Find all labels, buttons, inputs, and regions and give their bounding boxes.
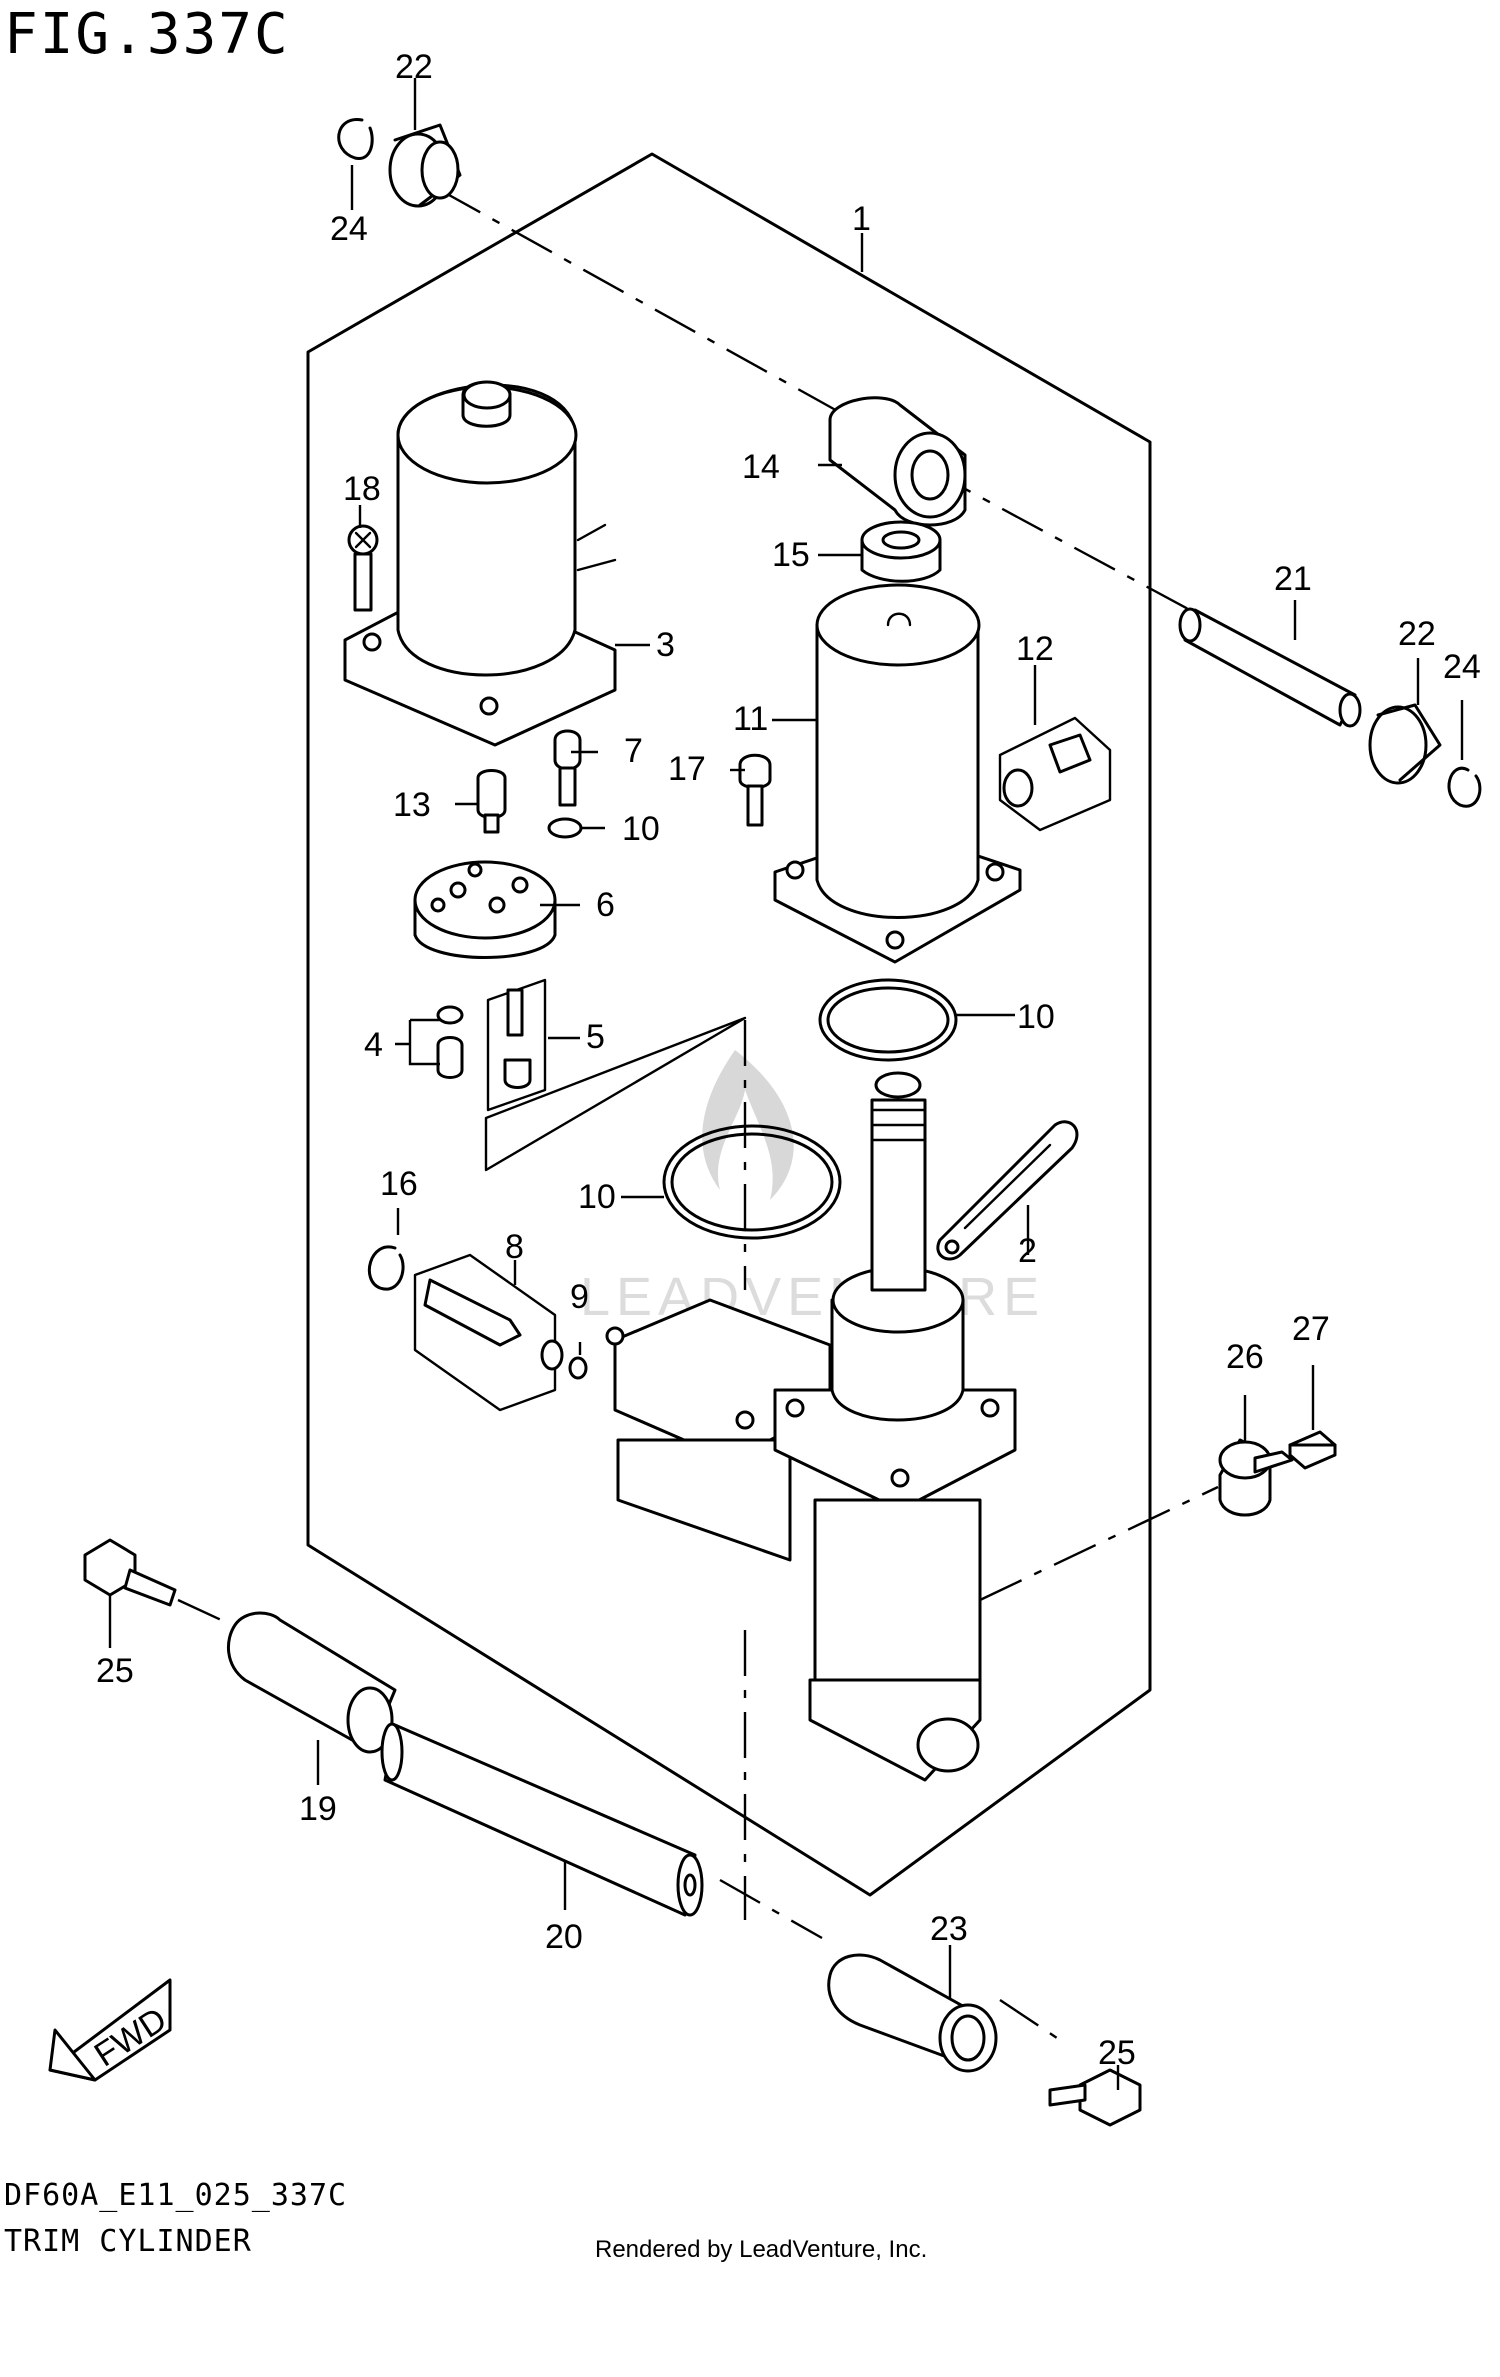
part-spring-valve-5 [486, 978, 547, 1112]
callout-leader-lines [108, 78, 1464, 2090]
watermark-flame-icon [702, 1050, 794, 1200]
callout-15: 15 [772, 536, 810, 574]
callout-20: 20 [545, 1918, 583, 1956]
alignment-line-bolt-25 [999, 1999, 1061, 2041]
callout-23: 23 [930, 1910, 968, 1948]
alignment-line-lower-pin [719, 1878, 823, 1940]
part-bushing-22-upper [388, 123, 462, 208]
callout-27: 27 [1292, 1310, 1330, 1348]
alignment-line-upper-right [929, 468, 1191, 612]
diagram-name: TRIM CYLINDER [4, 2224, 252, 2259]
part-oring-10-mid [818, 978, 958, 1062]
part-valve-4 [436, 1005, 464, 1079]
part-pin-20 [380, 1722, 704, 1917]
callout-labels: 1 2 3 4 5 6 7 8 9 10 10 10 11 12 13 14 1… [96, 48, 1481, 2072]
part-valve-12 [998, 716, 1112, 832]
watermark: LEADVENTURE [580, 1050, 1045, 1327]
callout-22-right: 22 [1398, 615, 1436, 653]
part-bushing-22-right [1368, 703, 1442, 785]
callout-10-small: 10 [622, 810, 660, 848]
part-reservoir-cylinder-11 [773, 583, 1022, 964]
part-mount-block-14 [828, 396, 967, 527]
alignment-line-lower-right [979, 1485, 1219, 1602]
part-screw-18 [347, 524, 379, 612]
part-oring-9 [568, 1356, 588, 1380]
callout-8: 8 [505, 1228, 524, 1266]
part-circlip-24-right [1447, 766, 1482, 808]
part-circlip-16 [367, 1245, 405, 1291]
part-spacer-26 [1218, 1438, 1272, 1517]
callout-4: 4 [364, 1026, 383, 1064]
sub-assembly-outline [484, 1016, 747, 1172]
callout-16: 16 [380, 1165, 418, 1203]
callout-6: 6 [596, 886, 615, 924]
callout-24-right: 24 [1443, 648, 1481, 686]
callout-11: 11 [733, 700, 768, 738]
part-circlip-24-upper [337, 118, 374, 160]
callout-7: 7 [624, 732, 643, 770]
watermark-text: LEADVENTURE [580, 1267, 1045, 1327]
callout-22-upper: 22 [395, 48, 433, 86]
part-sleeve-19 [226, 1611, 397, 1754]
part-plug-13 [476, 769, 507, 834]
part-motor-3 [343, 380, 617, 747]
part-nut-15 [860, 520, 942, 583]
part-pin-21 [1178, 607, 1362, 728]
render-credit: Rendered by LeadVenture, Inc. [595, 2236, 928, 2263]
part-oring-10-large [662, 1124, 842, 1240]
part-oring-10-small [547, 817, 583, 839]
part-bolt-17 [738, 753, 772, 827]
callout-13: 13 [393, 786, 431, 824]
callout-9: 9 [570, 1278, 589, 1316]
diagram-code: DF60A_E11_025_337C [4, 2178, 348, 2213]
part-bolt-25-right [1048, 2068, 1142, 2127]
callout-18: 18 [343, 470, 381, 508]
callout-5: 5 [586, 1018, 605, 1056]
callout-25-right: 25 [1098, 2034, 1136, 2072]
callout-19: 19 [299, 1790, 337, 1828]
callout-2: 2 [1018, 1232, 1037, 1270]
callout-14: 14 [742, 448, 780, 486]
callout-3: 3 [656, 626, 675, 664]
part-bolt-7 [553, 729, 582, 807]
part-oring-10-large-inner [670, 1132, 834, 1232]
alignment-line-upper-pin [439, 188, 851, 420]
alignment-line-lower-left [177, 1598, 233, 1627]
part-trim-cylinder-body [605, 1071, 1017, 1782]
callout-17: 17 [668, 750, 706, 788]
callout-26: 26 [1226, 1338, 1264, 1376]
alignment-lines [177, 188, 1219, 2041]
figure-title: FIG.337C [4, 2, 290, 67]
part-bolt-27 [1253, 1430, 1337, 1474]
part-sleeve-23 [827, 1953, 998, 2073]
fwd-arrow: FWD [48, 1978, 173, 2082]
callout-10-large: 10 [578, 1178, 616, 1216]
callout-1: 1 [852, 200, 871, 238]
part-manual-valve-8 [413, 1253, 564, 1412]
callout-24-upper: 24 [330, 210, 368, 248]
callout-10-mid: 10 [1017, 998, 1055, 1036]
part-valve-body-6 [413, 860, 557, 959]
assembly-boundary-outline [306, 152, 1152, 1897]
part-bracket-2 [936, 1120, 1079, 1261]
callout-12: 12 [1016, 630, 1054, 668]
part-oring-10-mid-inner [826, 986, 950, 1054]
part-bolt-25-left [83, 1538, 177, 1607]
callout-21: 21 [1274, 560, 1312, 598]
callout-25-left: 25 [96, 1652, 134, 1690]
